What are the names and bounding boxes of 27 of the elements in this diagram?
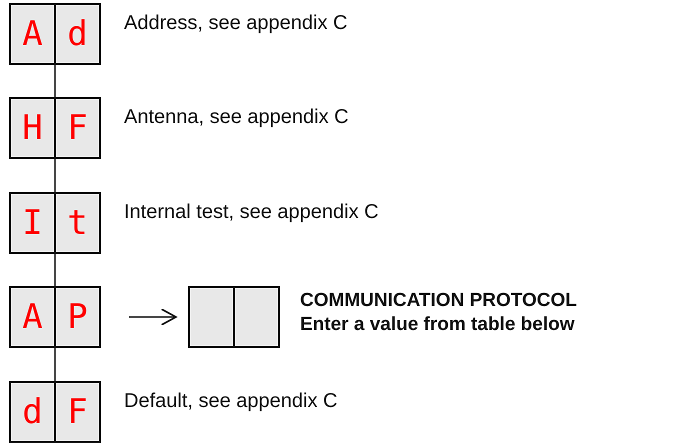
display-character: t (54, 194, 99, 252)
description-text: Internal test, see appendix C (124, 201, 379, 224)
instruction-text: COMMUNICATION PROTOCOL (300, 290, 577, 312)
display-character: P (54, 288, 99, 346)
display-character: d (21, 391, 44, 434)
connector-line (54, 348, 56, 381)
display-character: F (54, 383, 99, 441)
input-box (188, 286, 280, 348)
display-character: A (21, 13, 44, 56)
description-text: Antenna, see appendix C (124, 106, 349, 129)
display-character: A (21, 296, 44, 339)
display-panel (9, 381, 101, 443)
description-text: Address, see appendix C (124, 12, 348, 35)
connector-line (54, 65, 56, 97)
connector-line (54, 159, 56, 192)
display-panel (9, 97, 101, 159)
display-panel (9, 286, 101, 348)
arrow (129, 308, 177, 326)
display-character: H (21, 107, 44, 150)
display-character: d (54, 5, 99, 63)
display-panel (9, 192, 101, 254)
display-character: I (21, 202, 44, 245)
description-text: Default, see appendix C (124, 390, 338, 413)
connector-line (54, 254, 56, 286)
display-panel (9, 3, 101, 65)
instruction-text: Enter a value from table below (300, 314, 575, 336)
display-character: F (54, 99, 99, 157)
